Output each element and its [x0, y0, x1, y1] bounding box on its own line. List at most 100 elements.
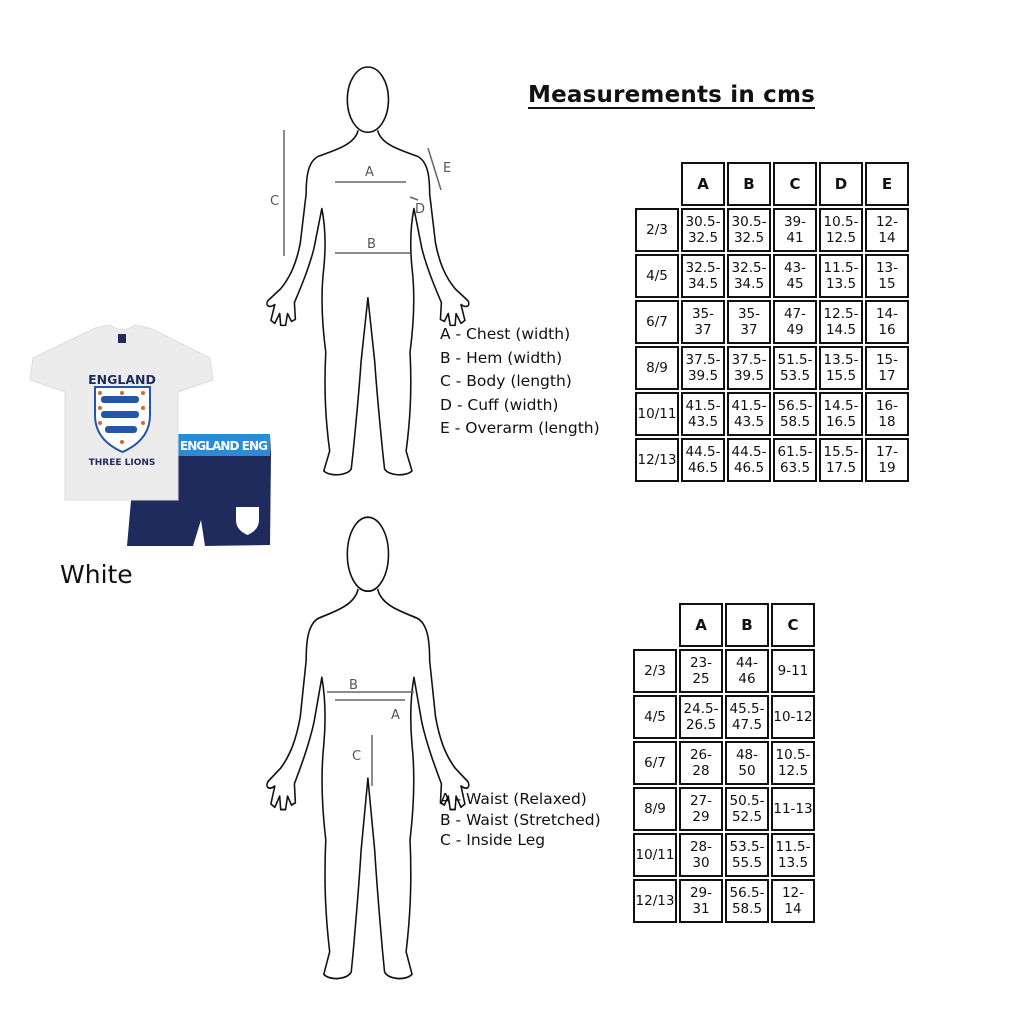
value-cell: 56.5- 58.5 — [725, 879, 769, 923]
size-cell: 10/11 — [635, 392, 679, 436]
size-cell: 4/5 — [633, 695, 677, 739]
column-header: A — [681, 162, 725, 206]
label-d: D — [415, 202, 425, 217]
value-cell: 44.5- 46.5 — [727, 438, 771, 482]
empty-cell — [633, 603, 677, 647]
size-cell: 2/3 — [635, 208, 679, 252]
crest-icon — [94, 386, 151, 454]
value-cell: 37.5- 39.5 — [681, 346, 725, 390]
value-cell: 53.5- 55.5 — [725, 833, 769, 877]
value-cell: 28- 30 — [679, 833, 723, 877]
label-b: B — [367, 237, 376, 252]
column-header: C — [773, 162, 817, 206]
bottom-legend: A - Waist (Relaxed) B - Waist (Stretched… — [440, 789, 601, 851]
legend-item: B - Waist (Stretched) — [440, 810, 601, 829]
label-a: A — [365, 165, 374, 180]
size-cell: 12/13 — [635, 438, 679, 482]
label-c: C — [270, 194, 279, 209]
page-title: Measurements in cms — [528, 82, 815, 108]
value-cell: 10.5- 12.5 — [819, 208, 863, 252]
waistband — [178, 434, 270, 456]
value-cell: 12.5- 14.5 — [819, 300, 863, 344]
product-image: ENGLAND ENG ENGLAND THREE LIONS — [29, 324, 271, 546]
value-cell: 47- 49 — [773, 300, 817, 344]
value-cell: 23- 25 — [679, 649, 723, 693]
empty-cell — [635, 162, 679, 206]
value-cell: 10.5- 12.5 — [771, 741, 815, 785]
color-label: White — [60, 560, 133, 589]
shirt-text-england: ENGLAND — [88, 372, 156, 387]
value-cell: 35- 37 — [681, 300, 725, 344]
collar-badge — [118, 334, 126, 343]
size-cell: 8/9 — [633, 787, 677, 831]
value-cell: 16- 18 — [865, 392, 909, 436]
value-cell: 44- 46 — [725, 649, 769, 693]
value-cell: 15- 17 — [865, 346, 909, 390]
value-cell: 11.5- 13.5 — [819, 254, 863, 298]
value-cell: 14.5- 16.5 — [819, 392, 863, 436]
value-cell: 12- 14 — [771, 879, 815, 923]
column-header: B — [725, 603, 769, 647]
column-header: E — [865, 162, 909, 206]
column-header: B — [727, 162, 771, 206]
value-cell: 11.5- 13.5 — [771, 833, 815, 877]
size-cell: 2/3 — [633, 649, 677, 693]
value-cell: 26- 28 — [679, 741, 723, 785]
legend-item: D - Cuff (width) — [440, 395, 559, 414]
size-cell: 12/13 — [633, 879, 677, 923]
shorts-crest-icon — [236, 507, 259, 535]
roses-icon — [98, 391, 145, 444]
legend-item: C - Body (length) — [440, 372, 572, 390]
top-measure-lines — [283, 130, 442, 256]
value-cell: 15.5- 17.5 — [819, 438, 863, 482]
value-cell: 29- 31 — [679, 879, 723, 923]
value-cell: 17- 19 — [865, 438, 909, 482]
value-cell: 27- 29 — [679, 787, 723, 831]
value-cell: 56.5- 58.5 — [773, 392, 817, 436]
value-cell: 24.5- 26.5 — [679, 695, 723, 739]
value-cell: 30.5- 32.5 — [727, 208, 771, 252]
legend-item: B - Hem (width) — [440, 348, 563, 367]
value-cell: 43- 45 — [773, 254, 817, 298]
value-cell: 12- 14 — [865, 208, 909, 252]
value-cell: 30.5- 32.5 — [681, 208, 725, 252]
value-cell: 10-12 — [771, 695, 815, 739]
value-cell: 39- 41 — [773, 208, 817, 252]
value-cell: 35- 37 — [727, 300, 771, 344]
value-cell: 41.5- 43.5 — [681, 392, 725, 436]
size-cell: 6/7 — [635, 300, 679, 344]
top-legend: A - Chest (width) B - Hem (width) C - Bo… — [440, 323, 600, 441]
value-cell: 32.5- 34.5 — [681, 254, 725, 298]
waistband-text: ENGLAND ENG — [180, 439, 268, 453]
value-cell: 14- 16 — [865, 300, 909, 344]
legend-item: C - Inside Leg — [440, 831, 546, 849]
value-cell: 48- 50 — [725, 741, 769, 785]
legend-item: E - Overarm (length) — [440, 419, 600, 437]
value-cell: 50.5- 52.5 — [725, 787, 769, 831]
value-cell: 37.5- 39.5 — [727, 346, 771, 390]
label-e: E — [443, 161, 451, 176]
size-cell: 4/5 — [635, 254, 679, 298]
column-header: C — [771, 603, 815, 647]
bottom-measure-lines — [327, 691, 414, 786]
label-b-bottom: B — [349, 678, 358, 693]
value-cell: 41.5- 43.5 — [727, 392, 771, 436]
value-cell: 13- 15 — [865, 254, 909, 298]
bottom-body-figure — [266, 516, 470, 980]
value-cell: 44.5- 46.5 — [681, 438, 725, 482]
column-header: D — [819, 162, 863, 206]
